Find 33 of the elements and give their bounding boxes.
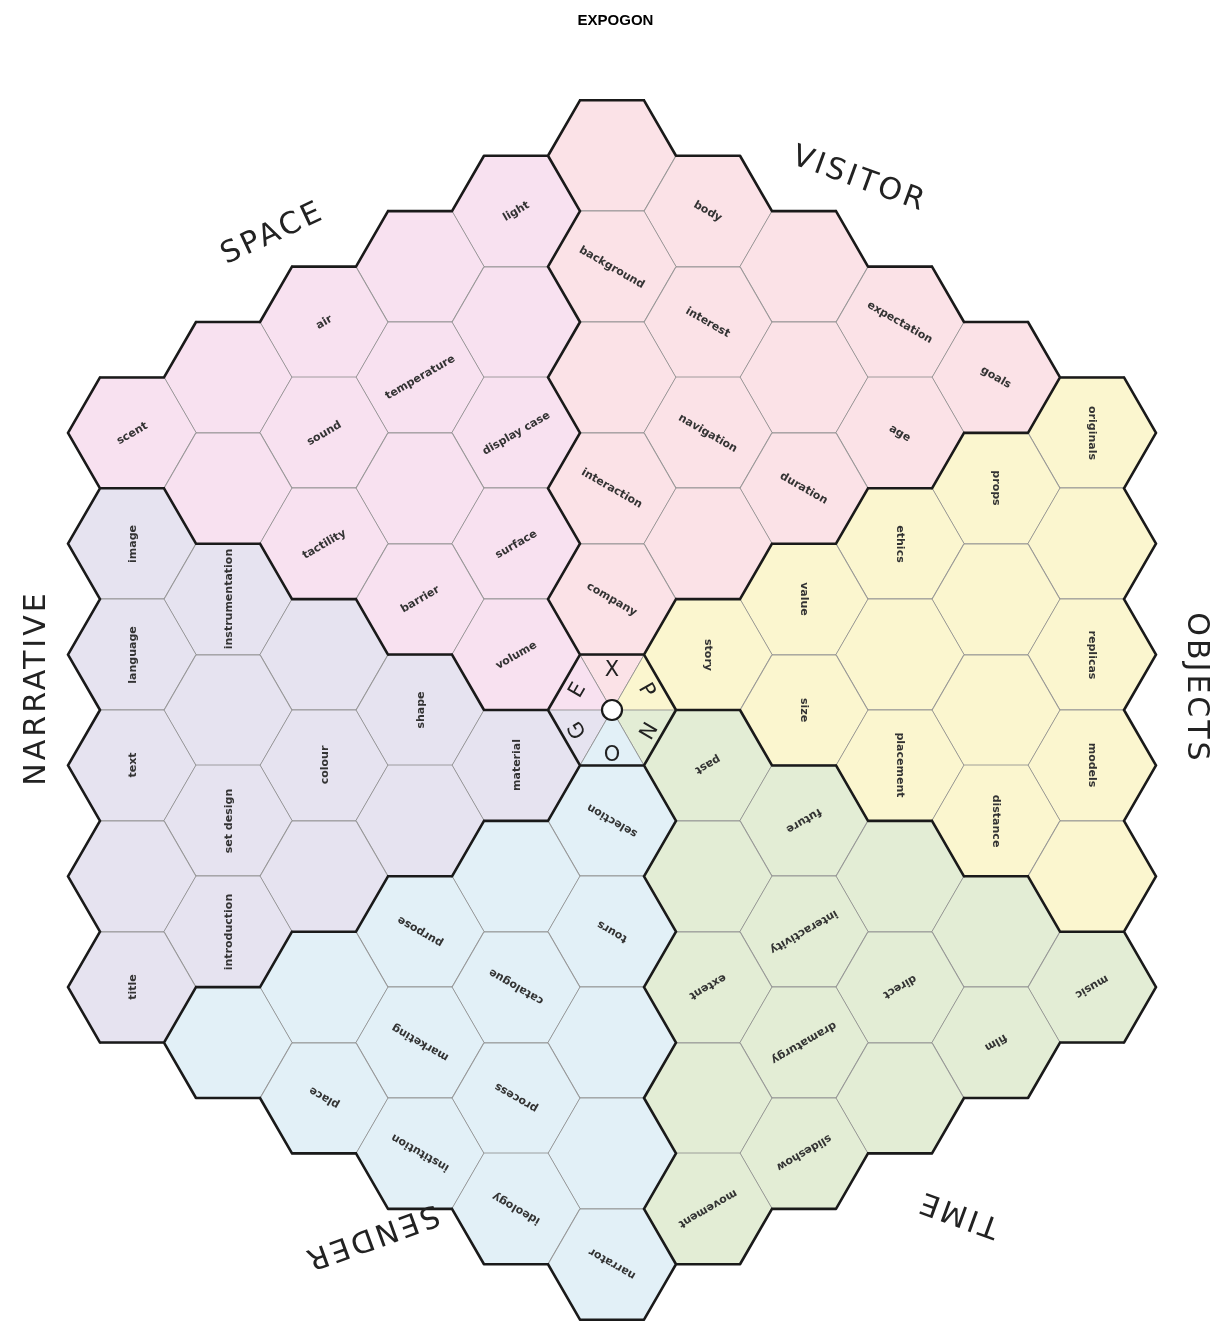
diagram-title: EXPOGON [577,11,654,28]
cell-title: title [125,974,139,1000]
cell-title: size [797,697,811,723]
cell-title: text [125,752,139,778]
center-letter: N [634,718,661,743]
cell-title: image [125,524,139,563]
sector-label: OBJECTS [1183,612,1213,764]
cell-title: air [313,312,335,332]
cell-title: ethics [893,525,907,563]
cell-title: placement [893,732,907,798]
cell-title: colour [317,746,331,785]
center-letter: E [564,678,589,701]
center-letter: O [603,740,621,762]
cell-title: instrumentation [221,548,235,650]
cell-title: originals [1085,405,1099,460]
cell-title: distance [989,794,1003,848]
center-letter: G [563,718,590,743]
cell-title: props [989,470,1003,506]
sector-label: NARRATIVE [20,590,50,786]
cell-title: introduction [221,893,235,970]
cell-title: story [701,638,715,671]
cell-title: replicas [1085,630,1099,679]
cell-title: film [982,1031,1010,1054]
center-letter: X [604,658,620,680]
center-letter: P [635,678,660,701]
cell-title: shape [413,691,427,729]
cell-title: set design [221,788,235,854]
cell-title: models [1085,743,1099,788]
cell-title: language [125,625,139,684]
cell-title: value [797,582,811,616]
cell-title: age [886,421,914,445]
sector-label: TIME [913,1186,1003,1244]
cell-title: material [509,739,523,792]
